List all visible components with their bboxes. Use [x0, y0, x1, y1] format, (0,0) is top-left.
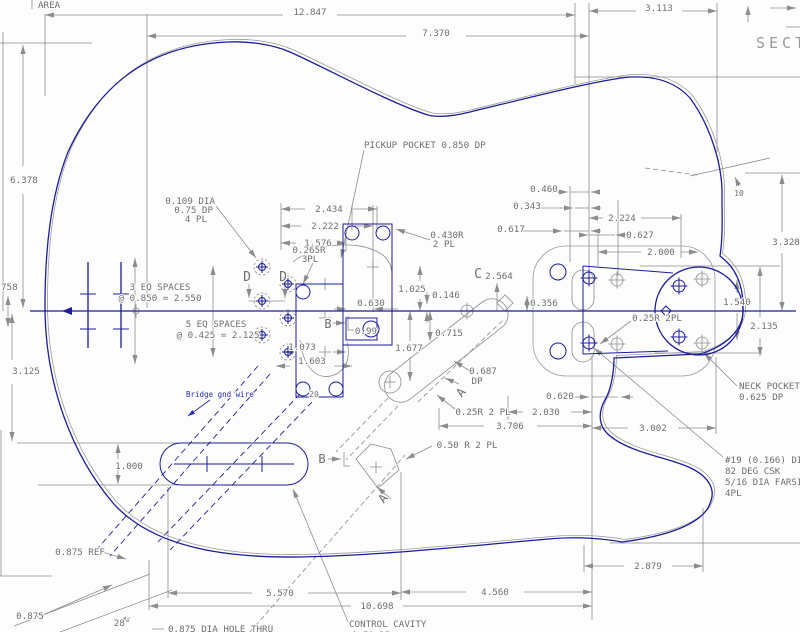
dim-12-847: 12.847	[293, 7, 326, 18]
dim-1-603: 1.603	[298, 356, 326, 367]
dim-7-370: 7.370	[422, 28, 450, 39]
control-cavity	[159, 442, 309, 486]
bridge-pickup-pocket	[295, 223, 393, 398]
section-letter-a: A	[453, 385, 469, 400]
grey-details	[132, 244, 716, 489]
dim-0-630: 0.630	[357, 298, 385, 309]
dimension-lines	[5, 8, 785, 609]
dim-0-620: 0.620	[546, 391, 574, 402]
dim-0-356: 0.356	[530, 298, 558, 309]
dim-0-265r-pl: 3PL	[302, 254, 319, 265]
body-outline-offset	[47, 38, 746, 555]
dim-2-879: 2.879	[634, 561, 662, 572]
section-letter-a: A	[375, 491, 391, 506]
dim-2-222: 2.222	[311, 221, 339, 232]
note-screw-csk: 82 DEG CSK	[725, 466, 781, 477]
section-letter-d: D	[279, 270, 287, 285]
dim-2-135: 2.135	[750, 321, 778, 332]
note-0-875-ref: 0.875 REF	[55, 547, 105, 558]
note-5eq: 5 EQ SPACES	[186, 319, 247, 330]
dim-0-146: 0.146	[432, 290, 460, 301]
note-ferrule-dp: 0.75 DP	[174, 205, 213, 216]
section-letter-d: D	[243, 270, 251, 285]
body-layer	[30, 38, 796, 558]
note-5eq-val: @ 0.425 = 2.125	[177, 330, 260, 341]
section-label: SECT	[756, 34, 800, 52]
dim-0-265r: 0.265R	[292, 245, 326, 256]
note-jack-hole: 0.875 DIA HOLE THRU	[168, 624, 273, 632]
dim-4-560: 4.560	[481, 587, 509, 598]
note-ferrule-dia: 0.109 DIA	[165, 196, 215, 207]
dim-2-434: 2.434	[315, 204, 343, 215]
dim-1-000: 1.000	[115, 461, 143, 472]
dim-0-687: 0.687	[469, 366, 497, 377]
dim-2-224: 2.224	[608, 213, 636, 224]
dim-0-99: 0.99	[355, 326, 377, 337]
dim-1-025: 1.025	[398, 284, 426, 295]
dim-partial-20: 20	[309, 390, 319, 399]
note-screw-farside: 5/16 DIA FARSIDE	[725, 477, 800, 488]
dim-0-627: 0.627	[626, 230, 654, 241]
note-bridge-ground: Bridge gnd wire	[186, 390, 254, 399]
dim-758: 758	[1, 282, 18, 293]
section-letter-b: B	[324, 317, 331, 331]
dim-5-570: 5.570	[266, 588, 294, 599]
area-label: AREA	[38, 0, 61, 11]
dim-3-706: 3.706	[496, 421, 524, 432]
dashed-lines	[97, 167, 698, 632]
dim-1-073: 1.073	[288, 342, 316, 353]
note-neck-pocket-dp: 0.625 DP	[739, 392, 784, 403]
note-neck-pocket: NECK POCKET	[739, 381, 800, 392]
dim-3-328: 3.328	[772, 237, 800, 248]
string-anchor-ticks	[80, 262, 129, 348]
dim-1-576: 1.576	[304, 238, 332, 249]
dim-0-460: 0.460	[530, 184, 558, 195]
note-control-cavity-dp: 1.51 DP	[352, 630, 391, 632]
dim-2-564: 2.564	[485, 271, 513, 282]
dim-0-430r: 0.430R	[430, 230, 464, 241]
dim-0-617: 0.617	[497, 224, 525, 235]
body-outline	[44, 41, 744, 558]
dim-10-698: 10.698	[360, 601, 393, 612]
jack-rout	[355, 443, 400, 489]
dim-2-000: 2.000	[647, 247, 675, 258]
dim-6-378: 6.378	[10, 175, 38, 186]
note-3eq-val: @ 0.850 = 2.550	[119, 293, 202, 304]
dim-0-343: 0.343	[513, 201, 541, 212]
dim-3-113: 3.113	[645, 3, 673, 14]
dim-3-002: 3.002	[639, 423, 667, 434]
note-screw-pl: 4PL	[725, 488, 742, 499]
note-ferrule-pl: 4 PL	[185, 214, 208, 225]
dim-0-875: 0.875	[16, 611, 44, 622]
section-letter-b: B	[318, 452, 325, 466]
dim-3-125: 3.125	[12, 366, 40, 377]
dim-angle-28: 28°	[114, 618, 131, 629]
section-letter-c: C	[474, 267, 482, 282]
dim-1-540: 1.540	[723, 297, 751, 308]
dim-0-50r: 0.50 R 2 PL	[437, 440, 498, 451]
dim-0-687-dp: DP	[471, 376, 483, 387]
leader-lines	[13, 5, 800, 632]
dim-0-25r-2pl-neck: 0.25R 2PL	[632, 313, 682, 324]
note-3eq: 3 EQ SPACES	[130, 282, 191, 293]
dim-0-715: 0.715	[435, 328, 463, 339]
dim-1-677: 1.677	[395, 343, 423, 354]
note-pickup-pocket: PICKUP POCKET 0.850 DP	[364, 140, 486, 151]
bridge-plate-outline	[292, 244, 393, 276]
dim-2-030: 2.030	[532, 407, 560, 418]
dim-angle-10: 10	[734, 189, 744, 198]
neck-pocket	[549, 263, 744, 360]
note-screw-dia: #19 (0.166) DIA	[725, 455, 800, 466]
dim-0-25r-2pl: 0.25R 2 PL	[455, 407, 511, 418]
dim-0-430r-pl: 2 PL	[433, 239, 456, 250]
note-control-cavity: CONTROL CAVITY	[349, 619, 427, 630]
